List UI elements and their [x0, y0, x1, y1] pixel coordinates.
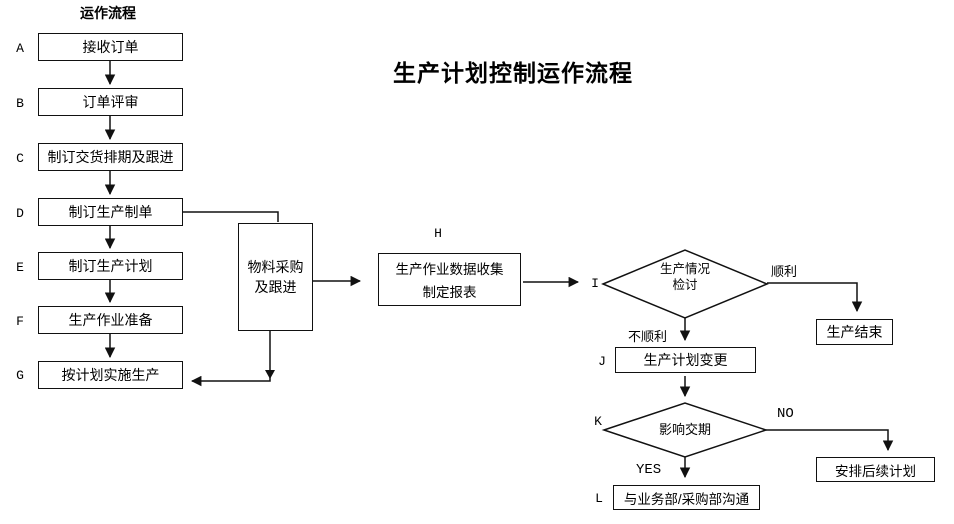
connector-i-end	[767, 282, 863, 313]
column-header: 运作流程	[80, 5, 136, 21]
step-box-d: 制订生产制单	[38, 198, 183, 226]
material-purchase-line1: 物料采购	[247, 259, 304, 275]
branch-label-no: NO	[777, 406, 794, 422]
data-collection-line1: 生产作业数据收集	[395, 261, 504, 277]
step-letter-h: H	[434, 226, 442, 241]
step-letter-f: F	[16, 314, 24, 329]
step-letter-a: A	[16, 41, 24, 56]
connector-d-material	[183, 211, 279, 222]
production-end-box: 生产结束	[816, 319, 893, 345]
step-letter-c: C	[16, 151, 24, 166]
decision-letter-k: K	[594, 414, 602, 429]
connector-k-followup	[766, 429, 894, 452]
decision-i-text: 生产情况 检讨	[630, 261, 740, 293]
branch-label-smooth: 顺利	[771, 264, 798, 279]
material-purchase-line2: 及跟进	[254, 279, 297, 295]
step-box-e: 制订生产计划	[38, 252, 183, 280]
decision-i-diamond	[601, 249, 769, 319]
decision-i-line2: 检讨	[672, 278, 698, 292]
decision-i-line1: 生产情况	[659, 262, 710, 276]
step-box-g: 按计划实施生产	[38, 361, 183, 389]
step-box-f: 生产作业准备	[38, 306, 183, 334]
step-box-c: 制订交货排期及跟进	[38, 143, 183, 171]
step-letter-j: J	[598, 354, 606, 369]
data-collection-line2: 制定报表	[422, 285, 477, 301]
step-letter-b: B	[16, 96, 24, 111]
step-letter-d: D	[16, 206, 24, 221]
followup-plan-box: 安排后续计划	[816, 457, 935, 482]
data-collection-box: 生产作业数据收集 制定报表	[378, 253, 521, 306]
decision-k-text: 影响交期	[658, 422, 711, 437]
material-purchase-box: 物料采购 及跟进	[238, 223, 313, 331]
connector-material-g	[190, 331, 271, 387]
step-box-a: 接收订单	[38, 33, 183, 61]
plan-change-box: 生产计划变更	[615, 347, 756, 373]
arrowhead-material-down	[265, 370, 275, 379]
communicate-box: 与业务部/采购部沟通	[613, 485, 760, 510]
step-letter-l: L	[595, 491, 603, 506]
decision-k-diamond	[601, 402, 769, 458]
branch-label-not-smooth: 不顺利	[628, 329, 668, 344]
step-letter-g: G	[16, 368, 24, 383]
page-title: 生产计划控制运作流程	[393, 60, 633, 86]
step-box-b: 订单评审	[38, 88, 183, 116]
step-letter-e: E	[16, 260, 24, 275]
branch-label-yes: YES	[636, 462, 662, 478]
decision-letter-i: I	[591, 276, 599, 291]
